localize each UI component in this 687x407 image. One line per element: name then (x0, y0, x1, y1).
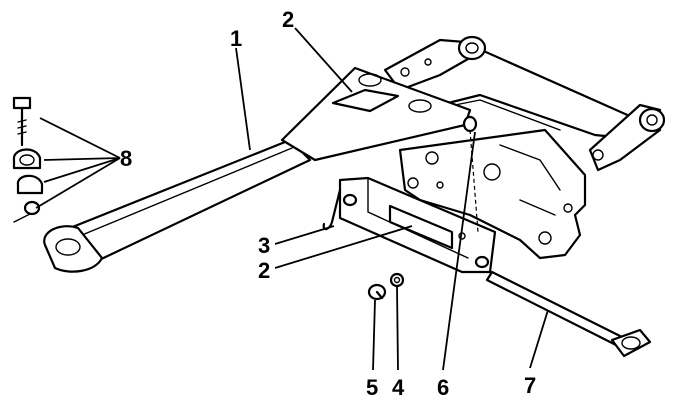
callout-6: 6 (437, 375, 449, 400)
callout-3: 3 (258, 233, 270, 258)
hitch-bracket (338, 176, 497, 274)
hardware-group-8 (12, 96, 44, 223)
callout-2-bottom: 2 (258, 258, 270, 283)
bolt-5 (367, 283, 387, 301)
washer-4 (389, 272, 405, 288)
drawbar (43, 66, 478, 273)
pin-axis-dashed (469, 129, 479, 233)
hitch-frame-assembly (383, 35, 666, 260)
callout-1: 1 (230, 26, 242, 51)
hitch-pin-7 (485, 270, 652, 358)
callout-8: 8 (120, 146, 132, 171)
cotter-pin (322, 188, 342, 231)
callout-4: 4 (392, 375, 405, 400)
callout-5: 5 (366, 375, 378, 400)
callout-7: 7 (524, 373, 536, 398)
callout-2-top: 2 (282, 7, 294, 32)
leader-lines (35, 27, 549, 371)
